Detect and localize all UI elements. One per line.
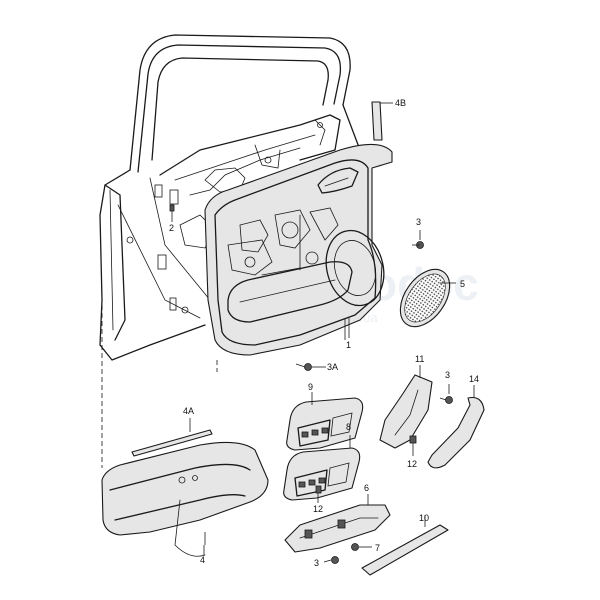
part-labels: 1 2 3 3 3 3A 4 4A 4B 5 6 7 8 9 10 11 12 … — [169, 98, 479, 568]
label-part-10: 10 — [419, 513, 429, 523]
pull-handle — [427, 385, 485, 469]
label-part-1: 1 — [346, 340, 351, 350]
label-part-7: 7 — [375, 543, 380, 553]
label-part-4B: 4B — [395, 98, 406, 108]
clip-12-lower — [315, 485, 322, 503]
handle-bracket — [379, 365, 433, 456]
clip-2 — [169, 204, 175, 222]
label-part-12-switch: 12 — [313, 504, 323, 514]
label-part-3-upper: 3 — [416, 217, 421, 227]
alignment-lines — [101, 305, 218, 468]
trim-strip-4A — [131, 418, 213, 457]
screw-3-lower — [323, 556, 339, 564]
label-part-3A: 3A — [327, 362, 338, 372]
screw-3-upper — [412, 230, 424, 249]
armrest-trim — [101, 441, 269, 557]
label-part-4: 4 — [200, 555, 205, 565]
label-part-9: 9 — [308, 382, 313, 392]
window-switch-upper — [286, 392, 364, 451]
label-part-2: 2 — [169, 223, 174, 233]
label-part-11: 11 — [415, 354, 424, 364]
screw-3-handle — [439, 384, 453, 404]
label-part-3-lower: 3 — [314, 558, 319, 568]
label-part-14: 14 — [469, 374, 479, 384]
label-part-8: 8 — [346, 422, 351, 432]
speaker-grille — [399, 268, 456, 328]
label-part-3-handle: 3 — [445, 370, 450, 380]
window-switch-lower — [283, 435, 361, 501]
screw-7 — [351, 543, 372, 551]
door-shell — [99, 34, 393, 361]
trim-strip-10 — [361, 515, 449, 576]
label-part-5: 5 — [460, 279, 465, 289]
label-part-4A: 4A — [183, 406, 194, 416]
label-part-6: 6 — [364, 483, 369, 493]
switch-bezel — [284, 494, 391, 553]
screw-3A — [295, 363, 326, 371]
label-part-12-handle: 12 — [407, 459, 417, 469]
door-trim-panel — [204, 143, 393, 356]
